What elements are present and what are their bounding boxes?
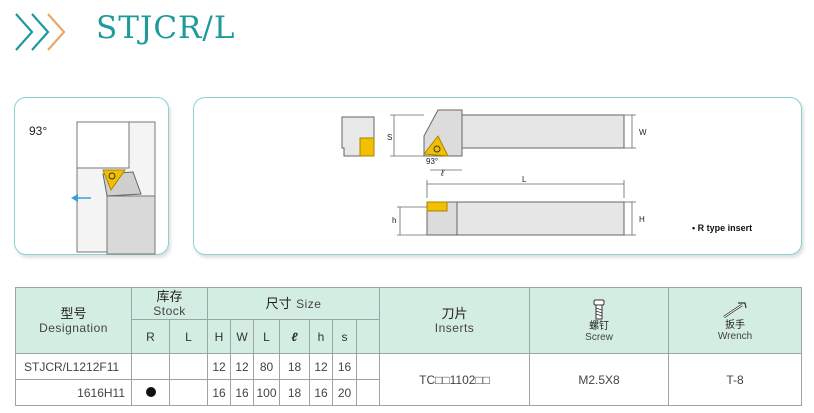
- feed-arrow-icon: [71, 194, 78, 202]
- svg-text:93°: 93°: [426, 157, 438, 166]
- stock-r-cell: [131, 379, 170, 406]
- stock-r-header: R: [131, 319, 170, 354]
- svg-text:ℓ: ℓ: [440, 168, 444, 178]
- insert-type-note: • R type insert: [692, 223, 753, 233]
- top-view-drawing: [71, 121, 156, 255]
- size-s-cell: 20: [332, 379, 358, 406]
- svg-text:H: H: [639, 215, 645, 224]
- size-h-cell: 16: [309, 379, 334, 406]
- designation-cell: STJCR/L1212F11: [15, 353, 132, 380]
- size-col-W: W: [230, 319, 255, 354]
- screw-icon: [593, 299, 605, 319]
- size-L-cell: 80: [253, 353, 281, 380]
- wrench-icon: [723, 301, 747, 318]
- wrench-header: 扳手 Wrench: [668, 287, 803, 354]
- svg-text:W: W: [639, 128, 647, 137]
- dimension-drawing-panel: S 93° ℓ W L h H • R typ: [193, 97, 802, 255]
- in-stock-dot-icon: [145, 386, 156, 397]
- svg-text:h: h: [392, 216, 396, 225]
- size-header: 尺寸 Size: [207, 287, 381, 320]
- size-H-cell: 12: [207, 353, 232, 380]
- inserts-cell: TC□□1102□□: [379, 353, 531, 406]
- chevron-logo-icon: [15, 13, 66, 51]
- size-col-L: L: [253, 319, 281, 354]
- top-view-panel: 93°: [14, 97, 169, 255]
- screw-cell: M2.5X8: [529, 353, 670, 406]
- size-W-cell: 16: [230, 379, 255, 406]
- size-H-cell: 16: [207, 379, 232, 406]
- svg-text:S: S: [387, 133, 392, 142]
- size-L-cell: 100: [253, 379, 281, 406]
- insert-triangle-icon: [102, 169, 126, 192]
- size-h-cell: 12: [309, 353, 334, 380]
- stock-l-cell: [168, 353, 209, 380]
- dimension-drawing: S 93° ℓ W L h H: [341, 109, 647, 236]
- table-row: STJCR/L1212F11 12 12 80 18 12 16 TC□□110…: [15, 353, 803, 406]
- table-row: 1616H11 16 16 100 18 16 20: [15, 379, 802, 406]
- svg-text:L: L: [522, 175, 527, 184]
- size-blank-cell: [356, 353, 381, 380]
- stock-header: 库存 Stock: [130, 287, 209, 320]
- stock-l-header: L: [168, 319, 209, 354]
- page-title: STJCR/L: [96, 10, 236, 46]
- stock-r-cell: [131, 353, 170, 380]
- stock-l-cell: [168, 379, 209, 406]
- size-ell-cell: 18: [279, 379, 311, 406]
- spec-table: 型号 Designation 库存 Stock 尺寸 Size 刀片 Inser…: [15, 287, 803, 406]
- size-W-cell: 12: [230, 353, 255, 380]
- angle-label: 93°: [29, 124, 48, 138]
- size-ell-cell: 18: [279, 353, 311, 380]
- designation-cell: 1616H11: [15, 379, 132, 406]
- size-col-H: H: [207, 319, 232, 354]
- designation-header: 型号 Designation: [15, 287, 132, 354]
- size-col-ell: ℓ: [279, 319, 311, 354]
- size-blank-cell: [356, 379, 381, 406]
- size-col-blank: [356, 319, 381, 354]
- screw-header: 螺钉 Screw: [529, 287, 670, 354]
- wrench-cell: T-8: [668, 353, 803, 406]
- size-s-cell: 16: [332, 353, 358, 380]
- inserts-header: 刀片 Inserts: [379, 287, 531, 354]
- size-col-s: s: [332, 319, 358, 354]
- size-col-h: h: [309, 319, 334, 354]
